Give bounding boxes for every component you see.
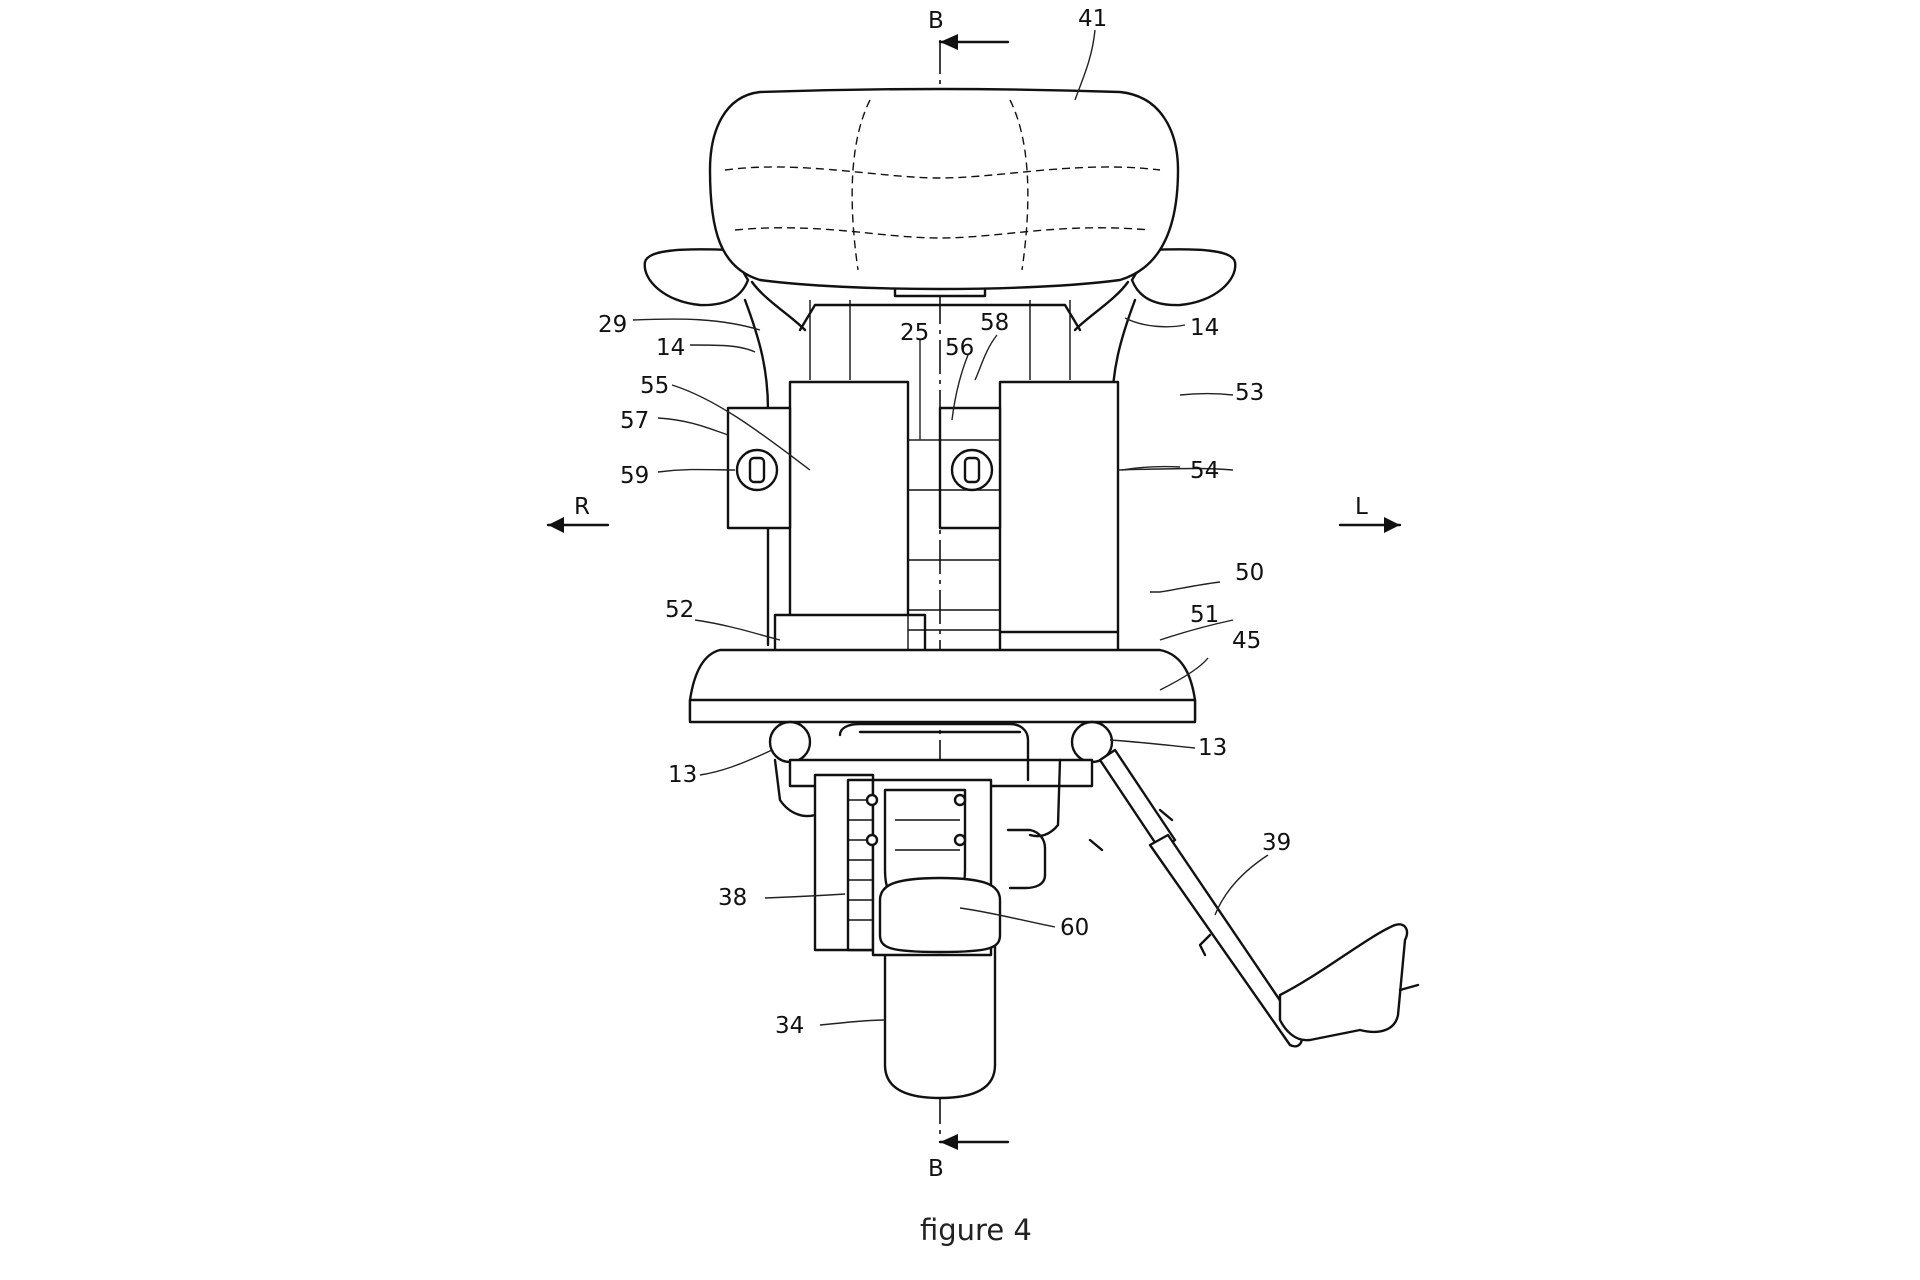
numeral-25: 25 — [900, 320, 929, 346]
numeral-56: 56 — [945, 335, 974, 361]
numeral-45: 45 — [1232, 628, 1261, 654]
numeral-39: 39 — [1262, 830, 1291, 856]
battery-55 — [773, 380, 927, 692]
figure-caption: figure 4 — [920, 1213, 1032, 1247]
swing-arm-60 — [865, 778, 1002, 957]
section-mark-top: B — [928, 8, 944, 34]
seat-side-grips — [643, 248, 1237, 307]
holder-57 — [726, 406, 792, 530]
section-arrow-top — [938, 34, 1010, 50]
drive-unit-38 — [813, 773, 875, 952]
numeral-13-right-side: 13 — [668, 762, 697, 788]
numeral-seat: 41 — [1078, 6, 1107, 32]
numeral-58: 58 — [980, 310, 1009, 336]
numeral-34: 34 — [775, 1013, 804, 1039]
numeral-29: 29 — [598, 312, 627, 338]
section-arrow-bottom — [938, 1134, 1010, 1150]
leader-lines — [632, 29, 1269, 1026]
reference-numerals: 41 29 14 25 58 56 14 55 57 53 59 54 50 5… — [598, 6, 1291, 1039]
floor-step-45 — [688, 648, 1197, 724]
direction-label-left: L — [1355, 494, 1368, 520]
section-mark-bottom: B — [928, 1156, 944, 1182]
seat — [708, 87, 1180, 291]
direction-label-right: R — [574, 494, 590, 520]
numeral-14-right-side: 14 — [656, 335, 685, 361]
numeral-60: 60 — [1060, 915, 1089, 941]
numeral-52: 52 — [665, 597, 694, 623]
numeral-38: 38 — [718, 885, 747, 911]
numeral-51: 51 — [1190, 602, 1219, 628]
bracket-right — [1006, 828, 1047, 890]
numeral-55: 55 — [640, 373, 669, 399]
numeral-50: 50 — [1235, 560, 1264, 586]
battery-54 — [998, 380, 1120, 694]
numeral-57: 57 — [620, 408, 649, 434]
numeral-59: 59 — [620, 463, 649, 489]
numeral-53: 53 — [1235, 380, 1264, 406]
numeral-13-left-side: 13 — [1198, 735, 1227, 761]
numeral-14-left-side: 14 — [1190, 315, 1219, 341]
rear-wheel-34 — [883, 938, 997, 1100]
numeral-54: 54 — [1190, 458, 1219, 484]
direction-arrow-left-side — [1338, 517, 1402, 533]
holder-56 — [938, 406, 1002, 530]
kickstand-39 — [1088, 748, 1420, 1048]
direction-arrow-right-side — [546, 517, 610, 533]
